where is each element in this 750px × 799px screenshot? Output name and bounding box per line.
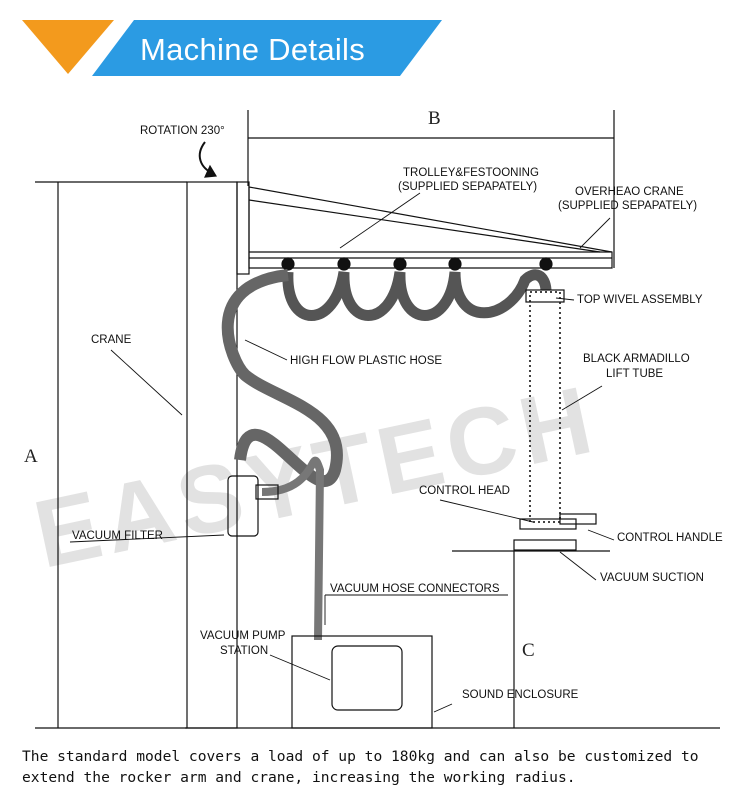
- label-hose-connectors: VACUUM HOSE CONNECTORS: [330, 583, 500, 595]
- trolley-hangers: [281, 257, 553, 271]
- label-vacuum-filter: VACUUM FILTER: [72, 530, 163, 542]
- vacuum-filter: [227, 475, 259, 537]
- label-trolley-2: (SUPPLIED SEPAPATELY): [398, 181, 537, 193]
- label-crane: CRANE: [91, 334, 132, 346]
- label-hose: HIGH FLOW PLASTIC HOSE: [290, 355, 442, 367]
- vacuum-pump: [331, 645, 403, 711]
- label-tube-2: LIFT TUBE: [606, 368, 663, 380]
- banner-blue-bar: [92, 20, 442, 76]
- label-overhead-2: (SUPPLIED SEPAPATELY): [558, 200, 697, 212]
- vacuum-lifter-diagram: EASYTECH: [24, 108, 723, 729]
- label-overhead-1: OVERHEAO CRANE: [575, 186, 684, 198]
- sound-enclosure: [291, 635, 433, 729]
- label-rotation: ROTATION 230°: [140, 125, 225, 137]
- label-pump-1: VACUUM PUMP: [200, 630, 286, 642]
- dimension-c: C: [522, 640, 535, 661]
- festoon-hose: [282, 269, 552, 321]
- dimension-a: A: [24, 446, 38, 467]
- caption: The standard model covers a load of up t…: [22, 748, 699, 786]
- column-cap: [236, 181, 250, 275]
- label-pump-2: STATION: [220, 645, 268, 657]
- label-top-swivel: TOP WIVEL ASSEMBLY: [577, 294, 703, 306]
- label-tube-1: BLACK ARMADILLO: [583, 353, 690, 365]
- control-handle: [559, 513, 597, 525]
- label-vacuum-suction: VACUUM SUCTION: [600, 572, 704, 584]
- label-sound-enclosure: SOUND ENCLOSURE: [462, 689, 579, 701]
- label-trolley-1: TROLLEY&FESTOONING: [403, 167, 539, 179]
- label-control-handle: CONTROL HANDLE: [617, 532, 723, 544]
- label-control-head: CONTROL HEAD: [419, 485, 510, 497]
- banner-title: Machine Details: [140, 32, 366, 67]
- dimension-b: B: [428, 108, 441, 129]
- vacuum-suction-pad: [513, 539, 577, 551]
- jib-arm: [248, 186, 613, 269]
- high-flow-hose: [221, 269, 343, 487]
- banner-orange-triangle: [22, 20, 114, 74]
- lift-tube: [529, 291, 561, 523]
